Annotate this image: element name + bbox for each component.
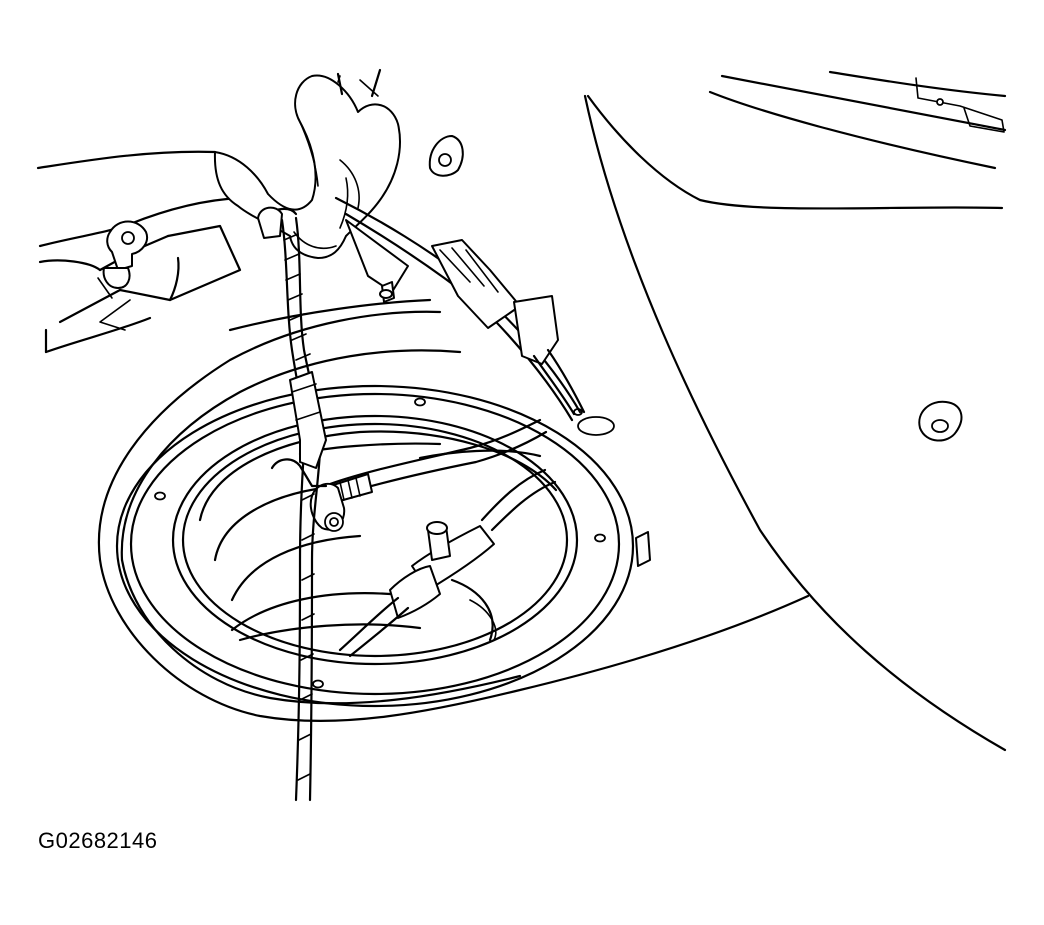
right-harness-bracket [334,196,615,436]
fuel-pump-module [198,430,558,642]
wiring-harness [257,206,328,802]
floor-recess [97,298,810,723]
left-trunk-panel [36,150,242,354]
mounting-boss-top [428,135,464,177]
mounting-boss-right [918,400,963,442]
access-flange [115,384,651,708]
fuel-line-connector [309,418,548,532]
fuel-hose-right [338,468,557,658]
rear-pipe [336,68,382,98]
rear-panel-right [583,70,1007,752]
figure-id-label: G02682146 [38,828,158,853]
hook-clip-left [97,220,148,299]
